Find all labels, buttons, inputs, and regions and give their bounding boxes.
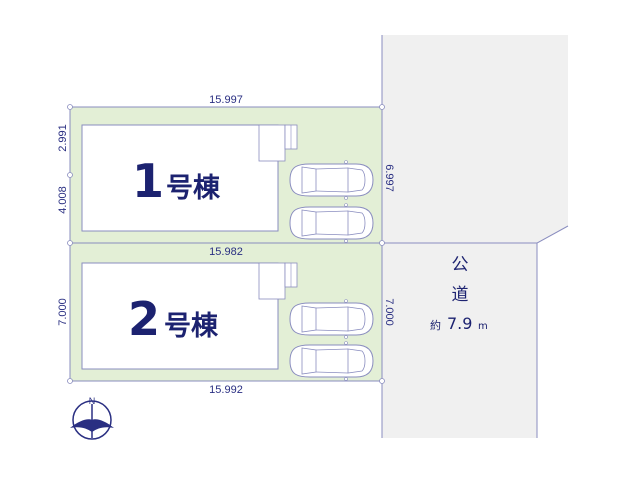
building-2 [81,262,279,370]
road-unit: m [478,321,488,332]
building-1 [81,124,279,232]
road-width: 7.9 [447,314,472,333]
lot-1-top-dimension: 15.997 [209,94,243,106]
north-compass-icon: N [70,396,114,440]
lot-1-right-dimension: 6.997 [383,164,395,192]
lot-2-suffix: 号棟 [164,311,219,342]
lot-2-right-dimension: 7.000 [383,298,395,326]
lot-1-left-lower-dimension: 4.008 [57,186,69,214]
road-approx: 約 [430,318,441,332]
road-label-1: 公 [452,255,469,275]
parking-car-icon [289,203,374,243]
porch-1 [258,124,286,162]
lot-1-number: 1 [132,154,164,208]
parking-car-icon [289,341,374,381]
lot-1-bottom-dimension: 15.982 [209,246,243,258]
lot-2-left-dimension: 7.000 [57,298,69,326]
lot-1-suffix: 号棟 [166,173,221,204]
lot-1-left-upper-dimension: 2.991 [57,124,69,152]
road-label-2: 道 [452,285,469,305]
lot-2: 2 号棟 7.000 7.000 15.992 [57,242,395,396]
compass-north-label: N [89,396,96,406]
lot-2-number: 2 [128,292,160,346]
public-road [382,35,568,438]
parking-car-icon [289,299,374,339]
porch-2 [258,262,286,300]
parking-car-icon [289,160,374,200]
lot-2-bottom-dimension: 15.992 [209,384,243,396]
lot-1: 1 号棟 15.997 2.991 4.008 6.997 [57,94,395,244]
